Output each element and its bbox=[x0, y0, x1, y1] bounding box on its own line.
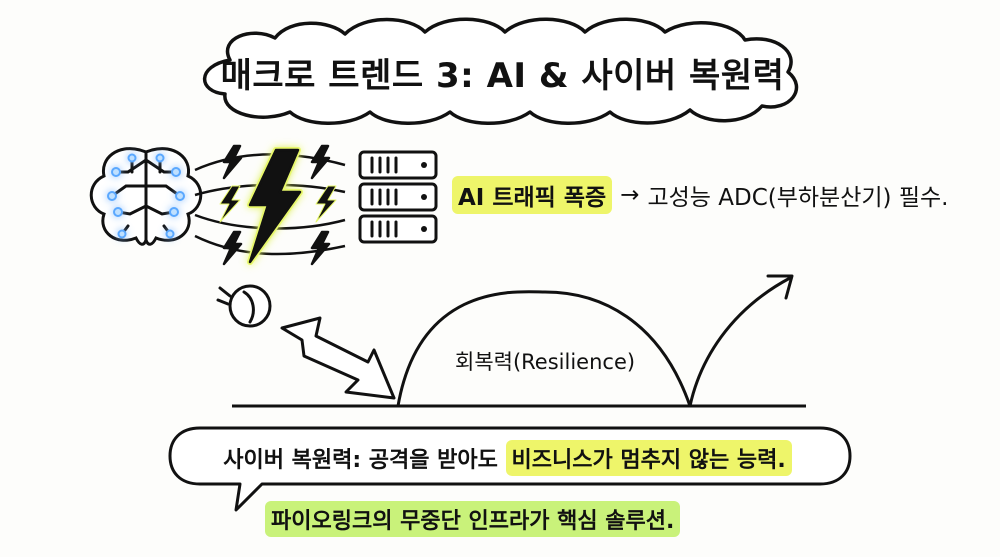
resilience-label: 회복력(Resilience) bbox=[455, 350, 636, 374]
lightning-icon bbox=[219, 144, 337, 266]
resilience-arc bbox=[396, 290, 692, 407]
brain-icon bbox=[89, 147, 203, 246]
definition-highlight: 비즈니스가 멈추지 않는 능력. bbox=[505, 440, 792, 476]
arrow-icon bbox=[688, 274, 794, 408]
solution-statement: 파이오링크의 무중단 인프라가 핵심 솔루션. bbox=[265, 498, 681, 540]
definition-prefix: 사이버 복원력: 공격을 받아도 bbox=[223, 448, 506, 473]
traffic-requirement: 고성능 ADC(부하분산기) 필수. bbox=[647, 185, 949, 211]
impact-arrow-icon bbox=[280, 316, 396, 400]
traffic-arrow: → bbox=[620, 182, 640, 208]
server-icon bbox=[358, 150, 438, 244]
traffic-statement: AI 트래픽 폭증 → 고성능 ADC(부하분산기) 필수. bbox=[452, 175, 948, 215]
solution-highlight: 파이오링크의 무중단 인프라가 핵심 솔루션. bbox=[265, 501, 681, 537]
page-title: 매크로 트렌드 3: AI & 사이버 복원력 bbox=[220, 55, 785, 96]
traffic-highlight: AI 트래픽 폭증 bbox=[452, 176, 613, 214]
resilience-definition: 사이버 복원력: 공격을 받아도 비즈니스가 멈추지 않는 능력. bbox=[170, 436, 845, 480]
title-cloud bbox=[202, 17, 799, 125]
ball-icon bbox=[216, 284, 272, 328]
